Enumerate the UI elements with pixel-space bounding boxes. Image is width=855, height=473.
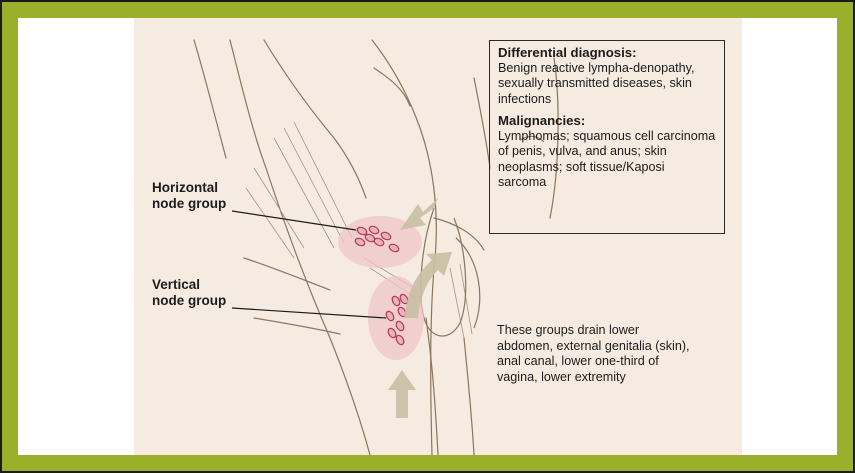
differential-diagnosis-box: Differential diagnosis: Benign reactive …	[489, 40, 725, 234]
horizontal-leader-line	[232, 211, 356, 230]
horizontal-label-line2: node group	[152, 196, 226, 212]
horizontal-label-line1: Horizontal	[152, 180, 226, 196]
vertical-leader-line	[232, 308, 386, 318]
malignancies-heading: Malignancies:	[498, 113, 716, 129]
differential-body: Benign reactive lympha-denopathy, sexual…	[498, 61, 716, 108]
malignancies-body: Lymphomas; squamous cell carcinoma of pe…	[498, 129, 716, 191]
differential-heading: Differential diagnosis:	[498, 45, 716, 61]
vertical-label-line2: node group	[152, 293, 226, 309]
leg-arrow	[388, 370, 416, 418]
drainage-note: These groups drain lower abdomen, extern…	[497, 323, 697, 385]
vertical-label-line1: Vertical	[152, 277, 226, 293]
vertical-node-label: Vertical node group	[152, 277, 226, 309]
horizontal-node-label: Horizontal node group	[152, 180, 226, 212]
